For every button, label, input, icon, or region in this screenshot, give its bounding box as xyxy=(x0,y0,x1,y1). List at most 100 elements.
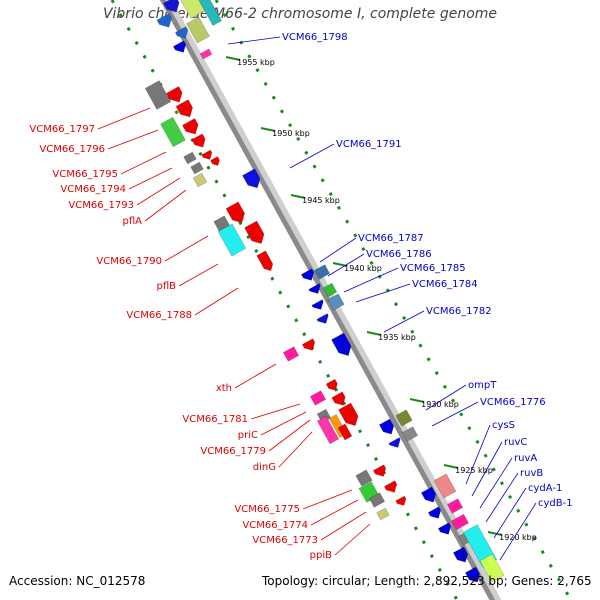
gene-block[interactable] xyxy=(395,409,413,427)
gene-block[interactable] xyxy=(192,172,208,188)
gene-block[interactable] xyxy=(433,473,457,499)
gene-block[interactable] xyxy=(199,48,213,60)
gene-arrow[interactable] xyxy=(156,12,175,30)
gene-block[interactable] xyxy=(446,498,464,514)
gene-arrow[interactable] xyxy=(242,168,264,192)
gene-block[interactable] xyxy=(327,293,345,311)
gene-label-vcm66_1794[interactable]: VCM66_1794 xyxy=(60,184,126,195)
gene-label-vcm66_1793[interactable]: VCM66_1793 xyxy=(68,200,134,211)
gene-arrow[interactable] xyxy=(395,495,409,508)
gene-label-vcm66_1798[interactable]: VCM66_1798 xyxy=(282,32,348,43)
gene-label-vcm66_1790[interactable]: VCM66_1790 xyxy=(96,256,162,267)
leader-line xyxy=(107,129,159,150)
gene-arrow[interactable] xyxy=(427,506,443,522)
gene-block[interactable] xyxy=(451,513,469,531)
gene-label-ruva[interactable]: ruvA xyxy=(514,453,537,464)
gene-arrow[interactable] xyxy=(316,313,331,327)
gene-arrow[interactable] xyxy=(311,299,326,313)
gene-arrow[interactable] xyxy=(182,118,201,137)
gene-block[interactable] xyxy=(186,16,210,44)
gene-label-pfla[interactable]: pflA xyxy=(123,216,143,227)
gene-block[interactable] xyxy=(217,223,247,257)
gene-label-vcm66_1773[interactable]: VCM66_1773 xyxy=(252,535,318,546)
gene-block[interactable] xyxy=(316,415,340,445)
gene-block[interactable] xyxy=(479,553,505,583)
gene-arrow[interactable] xyxy=(338,402,362,429)
gene-arrow[interactable] xyxy=(308,283,323,297)
gene-label-vcm66_1797[interactable]: VCM66_1797 xyxy=(29,124,95,135)
gene-arrow[interactable] xyxy=(437,522,453,538)
gene-arrow[interactable] xyxy=(244,220,268,247)
gene-arrow[interactable] xyxy=(174,26,190,42)
gene-block[interactable] xyxy=(183,151,197,165)
gene-label-vcm66_1786[interactable]: VCM66_1786 xyxy=(366,249,432,260)
gene-block[interactable] xyxy=(322,282,338,298)
gene-block[interactable] xyxy=(401,426,419,442)
gene-block[interactable] xyxy=(309,390,327,406)
gene-arrow[interactable] xyxy=(201,149,215,162)
gene-arrow[interactable] xyxy=(325,378,340,393)
gene-label-ruvc[interactable]: ruvC xyxy=(504,437,527,448)
leader-line xyxy=(319,237,357,263)
gene-arrow[interactable] xyxy=(172,40,188,56)
gene-arrow[interactable] xyxy=(210,156,222,168)
gene-arrow[interactable] xyxy=(300,268,316,284)
leader-line xyxy=(120,151,167,175)
gene-label-vcm66_1791[interactable]: VCM66_1791 xyxy=(336,139,402,150)
gene-label-vcm66_1774[interactable]: VCM66_1774 xyxy=(242,520,308,531)
gene-arrow[interactable] xyxy=(378,418,396,437)
gene-block[interactable] xyxy=(368,492,386,508)
gene-arrow[interactable] xyxy=(331,332,355,359)
gene-arrow[interactable] xyxy=(388,437,403,451)
gene-block[interactable] xyxy=(144,80,172,110)
gene-arrow[interactable] xyxy=(191,133,208,150)
gene-label-vcm66_1796[interactable]: VCM66_1796 xyxy=(39,144,105,155)
gene-arrow[interactable] xyxy=(166,86,185,105)
gene-block[interactable] xyxy=(190,161,204,175)
gene-label-ompt[interactable]: ompT xyxy=(468,380,497,391)
gene-label-cyss[interactable]: cysS xyxy=(492,420,515,431)
gene-label-pflb[interactable]: pflB xyxy=(156,281,176,292)
gene-arrow[interactable] xyxy=(372,464,388,480)
gene-label-cydb-1[interactable]: cydB-1 xyxy=(538,498,573,509)
gene-arrow[interactable] xyxy=(175,99,196,121)
tick-mark xyxy=(487,531,503,536)
gene-label-vcm66_1784[interactable]: VCM66_1784 xyxy=(412,279,478,290)
gene-arrow[interactable] xyxy=(464,566,482,585)
gene-arrow[interactable] xyxy=(452,546,470,565)
leader-line xyxy=(278,431,313,468)
gene-label-xth[interactable]: xth xyxy=(216,383,232,394)
gene-arrow[interactable] xyxy=(225,201,248,226)
gene-label-pric[interactable]: priC xyxy=(238,430,258,441)
gene-arrow[interactable] xyxy=(256,250,275,273)
leader-line xyxy=(479,457,513,509)
gene-label-vcm66_1788[interactable]: VCM66_1788 xyxy=(126,310,192,321)
gene-arrow[interactable] xyxy=(331,391,348,408)
gene-arrow[interactable] xyxy=(420,486,438,505)
gene-label-vcm66_1787[interactable]: VCM66_1787 xyxy=(358,233,424,244)
gene-label-vcm66_1776[interactable]: VCM66_1776 xyxy=(480,397,546,408)
gene-block[interactable] xyxy=(376,507,390,521)
gene-block[interactable] xyxy=(337,423,353,441)
gene-label-vcm66_1775[interactable]: VCM66_1775 xyxy=(234,504,300,515)
gene-block[interactable] xyxy=(197,0,223,26)
gene-label-vcm66_1782[interactable]: VCM66_1782 xyxy=(426,306,492,317)
gene-label-vcm66_1779[interactable]: VCM66_1779 xyxy=(200,446,266,457)
gene-label-ppib[interactable]: ppiB xyxy=(310,550,332,561)
leader-line xyxy=(289,143,335,169)
gene-label-vcm66_1781[interactable]: VCM66_1781 xyxy=(182,414,248,425)
gene-block[interactable] xyxy=(160,116,186,148)
gene-arrow[interactable] xyxy=(301,338,317,354)
leader-line xyxy=(425,384,467,411)
leader-line xyxy=(355,283,411,303)
gene-label-vcm66_1785[interactable]: VCM66_1785 xyxy=(400,263,466,274)
gene-block[interactable] xyxy=(355,469,373,487)
gene-label-ruvb[interactable]: ruvB xyxy=(520,468,543,479)
gene-block[interactable] xyxy=(313,264,331,280)
gene-label-ding[interactable]: dinG xyxy=(253,462,276,473)
gene-label-cyda-1[interactable]: cydA-1 xyxy=(528,483,562,494)
gene-arrow[interactable] xyxy=(163,0,182,16)
gene-label-vcm66_1795[interactable]: VCM66_1795 xyxy=(52,169,118,180)
gene-block[interactable] xyxy=(282,346,300,362)
gene-arrow[interactable] xyxy=(383,480,399,496)
